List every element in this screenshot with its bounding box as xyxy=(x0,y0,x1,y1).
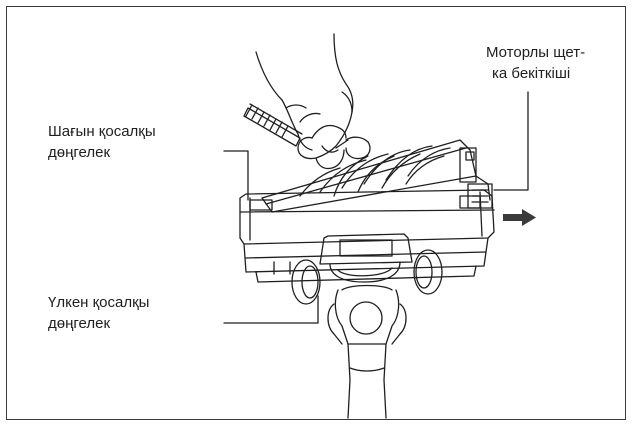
leader-line-latch xyxy=(493,91,529,191)
small-auxiliary-wheel-label: Шағын қосалқы дөңгелек xyxy=(48,121,156,163)
swivel-joint xyxy=(319,233,413,283)
small-auxiliary-wheel-label-line1: Шағын қосалқы xyxy=(48,123,156,140)
release-arrow-icon xyxy=(503,209,536,226)
hand-icon xyxy=(255,33,354,170)
brush-roll xyxy=(261,139,491,213)
left-large-wheel xyxy=(291,259,321,305)
cleaning-tool-icon xyxy=(243,103,371,160)
motor-brush-latch-label: Моторлы щет- ка бекіткіші xyxy=(486,42,585,84)
brush-latch xyxy=(467,183,493,209)
handle-tube xyxy=(347,343,387,419)
brush-head-body xyxy=(239,189,495,283)
large-auxiliary-wheel-label: Үлкен қосалқы дөңгелек xyxy=(48,292,149,334)
motor-brush-latch-label-line2: ка бекіткіші xyxy=(492,65,571,82)
large-auxiliary-wheel-label-line2: дөңгелек xyxy=(48,315,111,332)
large-auxiliary-wheel-label-line1: Үлкен қосалқы xyxy=(48,294,150,311)
leader-line-small-wheel xyxy=(223,150,249,201)
right-large-wheel xyxy=(413,249,443,295)
pivot-connector xyxy=(327,284,407,345)
small-auxiliary-wheel-label-line2: дөңгелек xyxy=(48,144,111,161)
leader-line-large-wheel xyxy=(223,295,319,324)
motor-brush-latch-label-line1: Моторлы щет- xyxy=(486,44,586,61)
